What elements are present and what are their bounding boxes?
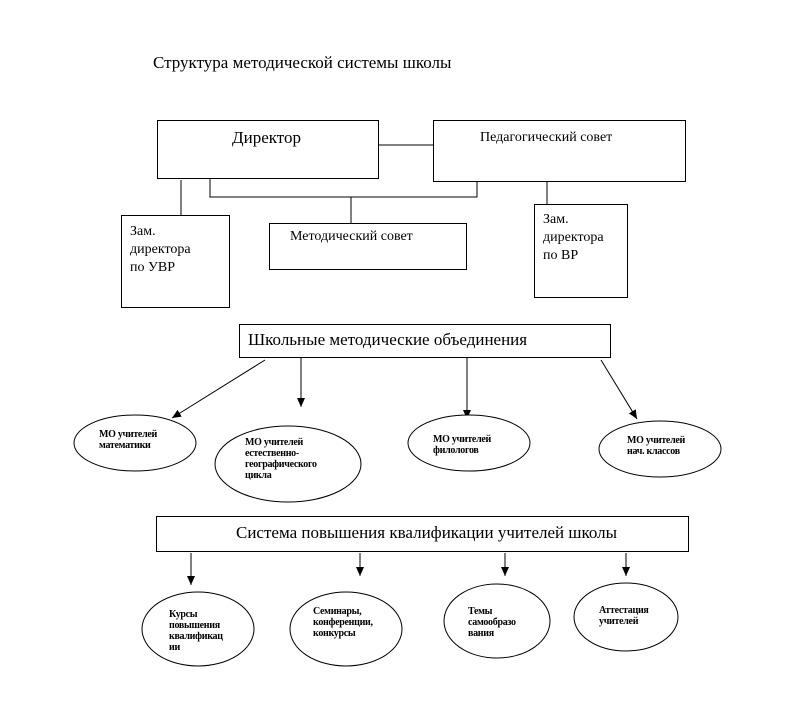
q-text-line: конференции,: [313, 617, 373, 628]
mo-text-line: нач. классов: [627, 446, 680, 457]
deputy-uvr-box: Зам. директора по УВР: [121, 215, 230, 308]
mo-philology-text: МО учителей филологов: [433, 434, 491, 456]
qualification-system-box: Система повышения квалификации учителей …: [156, 516, 689, 552]
q-text-line: Темы: [468, 606, 493, 617]
q-selfstudy-text: Темы самообразо вания: [468, 606, 516, 639]
q-text-line: Курсы: [169, 609, 198, 620]
q-text-line: ии: [169, 642, 180, 653]
deputy-uvr-text: Зам. директора по УВР: [130, 223, 191, 277]
q-text-line: вания: [468, 628, 494, 639]
diagram-title: Структура методической системы школы: [153, 53, 452, 72]
ellipse-mo-3: [407, 414, 531, 472]
mo-primary-text: МО учителей нач. классов: [627, 435, 685, 457]
ellipse-mo-4: [598, 420, 722, 478]
method-council-box: Методический совет: [269, 223, 467, 270]
q-text-line: учителей: [599, 616, 639, 627]
q-text-line: конкурсы: [313, 628, 356, 639]
deputy-uvr-line: Зам.: [130, 224, 156, 239]
ped-council-box: Педагогический совет: [433, 120, 686, 182]
ped-council-label: Педагогический совет: [480, 130, 613, 145]
method-council-label: Методический совет: [290, 229, 413, 244]
deputy-vr-line: Зам.: [543, 212, 569, 227]
deputy-vr-line: директора: [543, 230, 604, 245]
q-text-line: квалификац: [169, 631, 223, 642]
mo-text-line: естественно-: [245, 448, 299, 459]
ellipse-q-4: [573, 582, 679, 652]
mo-text-line: математики: [99, 440, 151, 451]
deputy-vr-box: Зам. директора по ВР: [534, 204, 628, 298]
ellipse-q-1: [141, 591, 255, 667]
ellipse-q-2: [289, 591, 403, 667]
arrow-mo-4: [600, 359, 638, 420]
school-mo-label: Школьные методические объединения: [248, 330, 528, 349]
mo-text-line: географического: [245, 459, 317, 470]
mo-text-line: цикла: [245, 470, 272, 481]
deputy-uvr-line: директора: [130, 242, 191, 257]
mo-text-line: филологов: [433, 445, 479, 456]
director-label: Директор: [232, 128, 301, 147]
ellipse-mo-2: [214, 425, 362, 503]
method-council-bracket: [209, 177, 478, 198]
ellipse-q-3: [443, 583, 551, 659]
q-text-line: самообразо: [468, 617, 516, 628]
deputy-uvr-line: по УВР: [130, 260, 176, 275]
deputy-vr-line: по ВР: [543, 248, 579, 263]
q-text-line: Семинары,: [313, 606, 362, 617]
mo-math-text: МО учителей математики: [99, 429, 157, 451]
q-text-line: Аттестация: [599, 605, 649, 616]
q-attestation-text: Аттестация учителей: [599, 605, 649, 627]
mo-text-line: МО учителей: [245, 437, 303, 448]
q-text-line: повышения: [169, 620, 220, 631]
mo-text-line: МО учителей: [99, 429, 157, 440]
arrow-mo-1: [171, 359, 266, 419]
school-mo-box: Школьные методические объединения: [239, 324, 611, 358]
q-courses-text: Курсы повышения квалификац ии: [169, 609, 223, 653]
q-seminars-text: Семинары, конференции, конкурсы: [313, 606, 373, 639]
mo-science-text: МО учителей естественно- географического…: [245, 437, 317, 481]
director-box: Директор: [157, 120, 379, 179]
qualification-system-label: Система повышения квалификации учителей …: [236, 523, 618, 542]
mo-text-line: МО учителей: [627, 435, 685, 446]
ellipse-mo-1: [73, 414, 197, 472]
deputy-vr-text: Зам. директора по ВР: [543, 211, 604, 265]
mo-text-line: МО учителей: [433, 434, 491, 445]
